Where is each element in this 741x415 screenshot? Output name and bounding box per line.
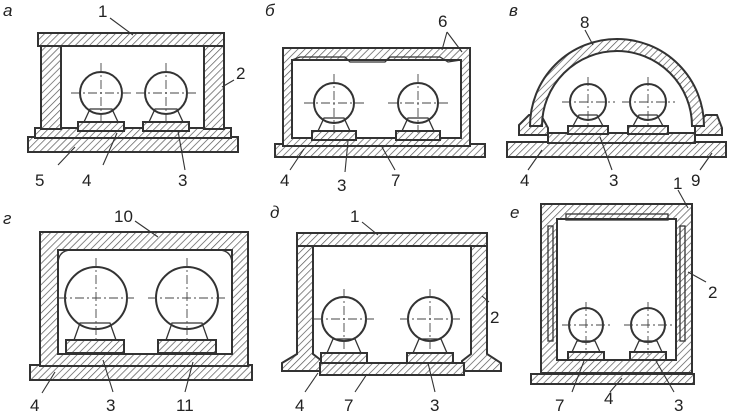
panel-a-label-5: 5 <box>35 171 44 190</box>
panel-v-pipe-left <box>562 77 615 135</box>
panel-d-foundation <box>319 362 465 376</box>
panel-e-label-7: 7 <box>555 396 564 415</box>
panel-e-left-liner <box>547 225 554 342</box>
panel-g-label-11: 11 <box>176 396 194 415</box>
panel-a-label-3: 3 <box>178 171 187 190</box>
panel-g-label-3: 3 <box>106 396 115 415</box>
panel-g-label-10: 10 <box>114 207 133 226</box>
panel-v-foundation <box>506 141 727 158</box>
panel-d-label-7: 7 <box>344 396 353 415</box>
panel-b-label-6: 6 <box>438 12 447 31</box>
panel-e-pipe-right <box>624 302 673 361</box>
panel-v-label-9: 9 <box>691 171 700 190</box>
panel-e-label-3: 3 <box>674 396 683 415</box>
panel-d-label-3: 3 <box>430 396 439 415</box>
panel-d: д 1 2 4 7 3 <box>270 203 502 415</box>
panel-g-label-4: 4 <box>30 396 39 415</box>
panel-v-label-3: 3 <box>609 171 618 190</box>
panel-a-pipe-right <box>136 63 197 132</box>
panel-b-joint-line <box>291 56 462 63</box>
panel-a-right-wall <box>203 45 225 130</box>
panel-b-prefab-box <box>282 47 471 147</box>
panel-a-label-2: 2 <box>236 64 245 83</box>
panel-a-letter: а <box>3 1 12 20</box>
panel-e-tall-box <box>540 203 693 374</box>
panel-b-pipe-right <box>388 74 449 141</box>
panel-b: б 6 4 3 7 <box>265 1 486 195</box>
panel-a-foundation <box>27 136 239 153</box>
panel-e-pipe-left <box>562 302 611 361</box>
panel-d-label-4: 4 <box>295 396 304 415</box>
panel-d-label-2: 2 <box>490 308 499 327</box>
panel-b-letter: б <box>265 1 276 20</box>
panel-g-foundation <box>29 364 253 381</box>
panel-g-pipe-left <box>58 258 134 354</box>
panel-a-pipe-left <box>71 63 132 132</box>
panel-d-letter: д <box>270 203 279 222</box>
panel-a-left-wall <box>40 45 62 130</box>
panel-d-left-wall-l <box>281 245 323 372</box>
panel-v-label-4: 4 <box>520 171 529 190</box>
panel-e: е 1 2 7 4 3 <box>510 174 717 415</box>
panel-e-letter: е <box>510 203 519 222</box>
panel-d-pipe-left <box>314 289 375 364</box>
panel-v-letter: в <box>509 1 518 20</box>
panel-e-foundation <box>530 373 695 385</box>
panel-e-right-liner <box>679 225 686 342</box>
panel-e-label-4: 4 <box>604 389 613 408</box>
panel-b-label-4: 4 <box>280 171 289 190</box>
panel-d-right-wall-l <box>461 245 502 372</box>
panel-v-floor <box>547 132 696 144</box>
panel-v: в 8 4 3 9 <box>506 1 727 190</box>
panel-a-label-4: 4 <box>82 171 91 190</box>
panel-v-label-8: 8 <box>580 13 589 32</box>
panel-v-pipe-right <box>622 77 675 135</box>
panel-a: а 1 2 5 4 3 <box>3 1 245 190</box>
panel-d-pipe-right <box>400 289 461 364</box>
panel-a-floor <box>34 127 232 139</box>
panel-g: г 10 4 3 11 <box>3 207 253 415</box>
panel-b-label-3: 3 <box>337 176 346 195</box>
panel-g-pipe-right <box>148 258 226 354</box>
panel-v-arch-shell <box>528 38 706 127</box>
panel-a-cover-slab <box>37 32 225 47</box>
panel-d-cover-slab <box>296 232 488 247</box>
panel-g-inner-haunch <box>57 249 233 265</box>
panel-e-label-1: 1 <box>673 174 682 193</box>
panel-b-label-7: 7 <box>391 171 400 190</box>
panel-a-label-1: 1 <box>98 2 107 21</box>
panel-d-label-1: 1 <box>350 207 359 226</box>
panel-b-pipe-left <box>304 74 365 141</box>
panel-g-letter: г <box>3 209 11 228</box>
panel-e-label-2: 2 <box>708 283 717 302</box>
panel-e-top-liner <box>565 213 669 221</box>
